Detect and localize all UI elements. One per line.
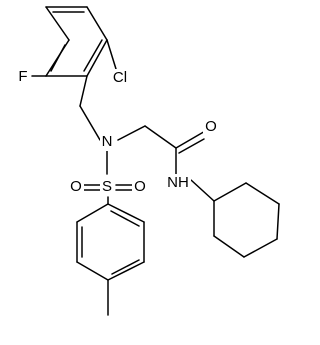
atom-label-f: F [16, 68, 30, 86]
o-sulfonyl-left-label: O [70, 178, 82, 195]
atom-label-cl: Cl [110, 69, 131, 87]
atom-label-n-amine: N [100, 133, 115, 151]
bond-nh-cyclohexyl [190, 179, 215, 202]
o-carbonyl-label: O [205, 118, 217, 135]
atom-label-s: S [100, 178, 115, 196]
f-label: F [18, 68, 27, 85]
tolyl-ring [76, 203, 145, 281]
bond-ch2-carbonyl [144, 125, 177, 149]
bond-c-cl [106, 39, 117, 70]
bond-ring-ch2 [79, 75, 88, 107]
atom-label-nh: NH [165, 174, 191, 192]
n-amine-label: N [102, 133, 113, 150]
atom-label-o-carbonyl: O [203, 118, 219, 136]
s-label: S [102, 178, 112, 195]
cyclohexyl-ring [213, 182, 280, 258]
sulfonyl-double-bond-left [82, 184, 101, 191]
carbonyl-double-bond [175, 129, 208, 154]
chlorofluorophenyl-ring [45, 6, 108, 77]
molecule-structure-diagram: Cl F N O NH S O O [16, 6, 280, 316]
bond-n-ch2 [117, 125, 146, 141]
cl-label: Cl [113, 69, 127, 86]
o-sulfonyl-right-label: O [134, 178, 146, 195]
atom-label-o-sulfonyl-right: O [132, 178, 148, 196]
sulfonyl-double-bond-right [115, 184, 133, 191]
bond-ch2-n [79, 105, 101, 141]
nh-label: NH [167, 174, 189, 191]
atom-label-o-sulfonyl-left: O [68, 178, 84, 196]
